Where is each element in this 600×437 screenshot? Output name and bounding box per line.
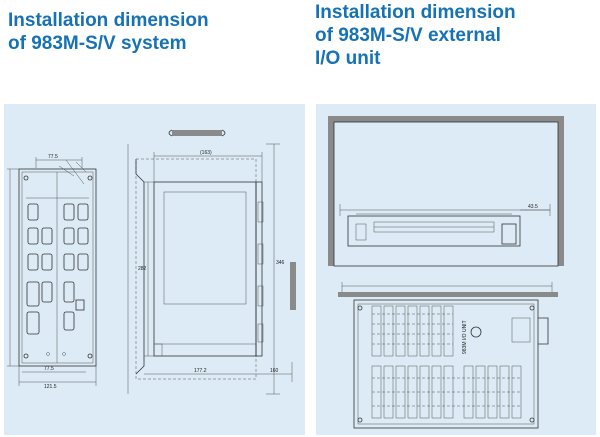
- io-top-dimension-lines: [339, 204, 551, 216]
- io-unit-heading-line1: Installation dimension: [315, 2, 516, 23]
- io-unit-heading-line3: I/O unit: [315, 48, 381, 69]
- dim-bottom-total: 121.5: [44, 384, 57, 390]
- io-unit-dimension-drawing: 43.5 983M I/O UNIT: [328, 116, 564, 429]
- io-top-view-body: [347, 215, 521, 247]
- io-board: [353, 299, 549, 429]
- connectors-column-2: [41, 227, 53, 303]
- dim-top-middle: (163): [200, 150, 212, 156]
- io-bottom-mounting-bar: [338, 282, 558, 297]
- system-heading: Installation dimension of 983M-S/V syste…: [8, 9, 209, 55]
- system-heading-line2: of 983M-S/V system: [8, 33, 187, 54]
- terminal-block-lower: [371, 365, 522, 419]
- dim-height: 346: [276, 260, 285, 266]
- connectors-column-3: [63, 203, 85, 331]
- dim-inner-height: 282: [138, 266, 147, 272]
- dim-bottom-right: 160: [270, 368, 279, 374]
- dim-bottom-left: 77.5: [44, 366, 54, 372]
- io-unit-label: 983M I/O UNIT: [462, 320, 468, 354]
- io-mounting-holes: [357, 305, 535, 423]
- dim-top-left: 77.5: [48, 154, 58, 160]
- io-unit-heading-line2: of 983M-S/V external: [315, 25, 501, 46]
- dim-top-right: 43.5: [528, 204, 538, 210]
- top-leader-lines: [58, 159, 87, 185]
- terminal-block-upper: [371, 305, 454, 357]
- front-mounting-holes: [23, 175, 93, 359]
- connectors-column-1: [26, 203, 40, 335]
- side-dimension-lines: [144, 143, 293, 395]
- dim-bottom-middle: 177.2: [194, 368, 207, 374]
- connectors-column-4: [77, 203, 89, 271]
- top-mounting-plate: [168, 129, 226, 137]
- io-unit-drawing-panel: 43.5 983M I/O UNIT: [316, 104, 596, 435]
- front-view: [18, 168, 97, 367]
- front-dimension-lines: [7, 157, 97, 386]
- system-dimension-drawing: 77.5 77.5 121.5: [7, 129, 296, 395]
- system-heading-line1: Installation dimension: [8, 10, 209, 31]
- io-top-view-frame: [328, 116, 564, 267]
- side-view-outline: [127, 144, 257, 394]
- side-view-enclosure: [153, 181, 264, 357]
- right-mounting-plate: [290, 262, 296, 310]
- io-unit-heading: Installation dimension of 983M-S/V exter…: [315, 1, 516, 70]
- system-drawing-panel: 77.5 77.5 121.5: [4, 104, 305, 435]
